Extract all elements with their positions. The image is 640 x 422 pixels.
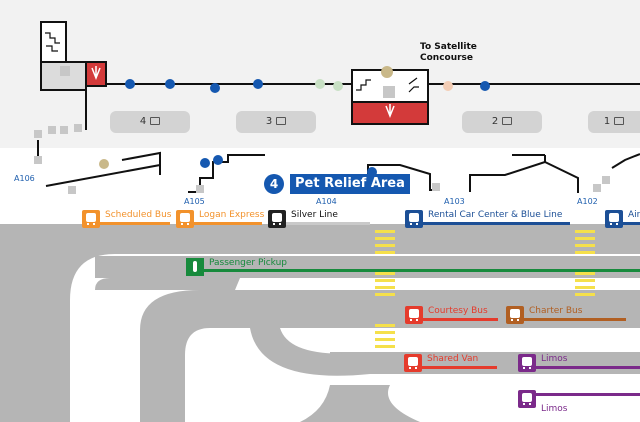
van-icon [404,354,422,372]
pickup-icon [186,258,204,276]
pet-relief-icon: 4 [264,174,284,194]
bus-icon [605,210,623,228]
stop-limos-2[interactable]: Limos [518,390,640,418]
bus-icon [82,210,100,228]
route-line [204,269,640,272]
carousel-number: 3 [265,116,273,127]
stop-scheduled-bus[interactable]: Scheduled Bus [82,210,172,230]
stop-rental-car-blue-line[interactable]: Rental Car Center & Blue Line [405,210,570,230]
baggage-claim-icon [150,117,161,125]
escalator-block-left [40,21,107,91]
stop-label: Rental Car Center & Blue Line [428,210,563,220]
gate-label-a103[interactable]: A103 [444,197,465,206]
stop-label: Courtesy Bus [428,306,488,316]
route-line [286,222,370,225]
baggage-carousel-3[interactable]: 3 [236,111,316,133]
gate-label-a105[interactable]: A105 [184,197,205,206]
route-line [194,222,262,225]
bus-icon [268,210,286,228]
route-line [536,366,640,369]
bus-icon [405,210,423,228]
satellite-label-line-2: Concourse [420,53,474,63]
route-line [422,366,497,369]
stop-airport-partial[interactable]: Airp [605,210,640,230]
stop-label: Limos [541,354,568,364]
gate-label-a104[interactable]: A104 [316,197,337,206]
stop-label: Scheduled Bus [105,210,172,220]
stop-label: Logan Express [199,210,265,220]
gate-label-a102[interactable]: A102 [577,197,598,206]
stop-label: Airp [628,210,640,220]
pet-relief-area[interactable]: 4 Pet Relief Area [264,172,410,196]
route-line [100,222,170,225]
stop-charter-bus[interactable]: Charter Bus [506,306,626,326]
crosswalks [375,230,595,348]
stop-logan-express[interactable]: Logan Express [176,210,265,230]
stop-silver-line[interactable]: Silver Line [268,210,370,230]
pet-relief-label: Pet Relief Area [290,174,410,194]
stop-label: Passenger Pickup [209,258,287,268]
baggage-carousel-2[interactable]: 2 [462,111,542,133]
stop-courtesy-bus[interactable]: Courtesy Bus [405,306,498,326]
bus-icon [405,306,423,324]
satellite-concourse-label: To Satellite Concourse [420,42,477,64]
stop-passenger-pickup[interactable]: Passenger Pickup [186,258,640,276]
baggage-claim-icon [276,117,287,125]
limo-icon [518,390,536,408]
limo-icon [518,354,536,372]
stop-limos-1[interactable]: Limos [518,354,640,374]
stop-label: Limos [541,404,568,414]
carousel-number: 2 [491,116,499,127]
gate-label-a106[interactable]: A106 [14,174,35,183]
baggage-carousel-1[interactable]: 1 [588,111,640,133]
baggage-claim-icon [502,117,513,125]
route-line [623,222,640,225]
gate-squares [34,124,610,194]
route-line [423,222,570,225]
carousel-number: 4 [139,116,147,127]
route-line [423,318,498,321]
bus-icon [176,210,194,228]
route-line [536,393,640,396]
stop-label: Shared Van [427,354,479,364]
baggage-claim-icon [614,117,625,125]
stop-shared-van[interactable]: Shared Van [404,354,497,374]
escalator-block-center [351,66,429,125]
baggage-carousel-4[interactable]: 4 [110,111,190,133]
stop-label: Silver Line [291,210,338,220]
carousel-number: 1 [603,116,611,127]
route-line [524,318,626,321]
satellite-label-line-1: To Satellite [420,42,477,52]
stop-label: Charter Bus [529,306,583,316]
bus-icon [506,306,524,324]
